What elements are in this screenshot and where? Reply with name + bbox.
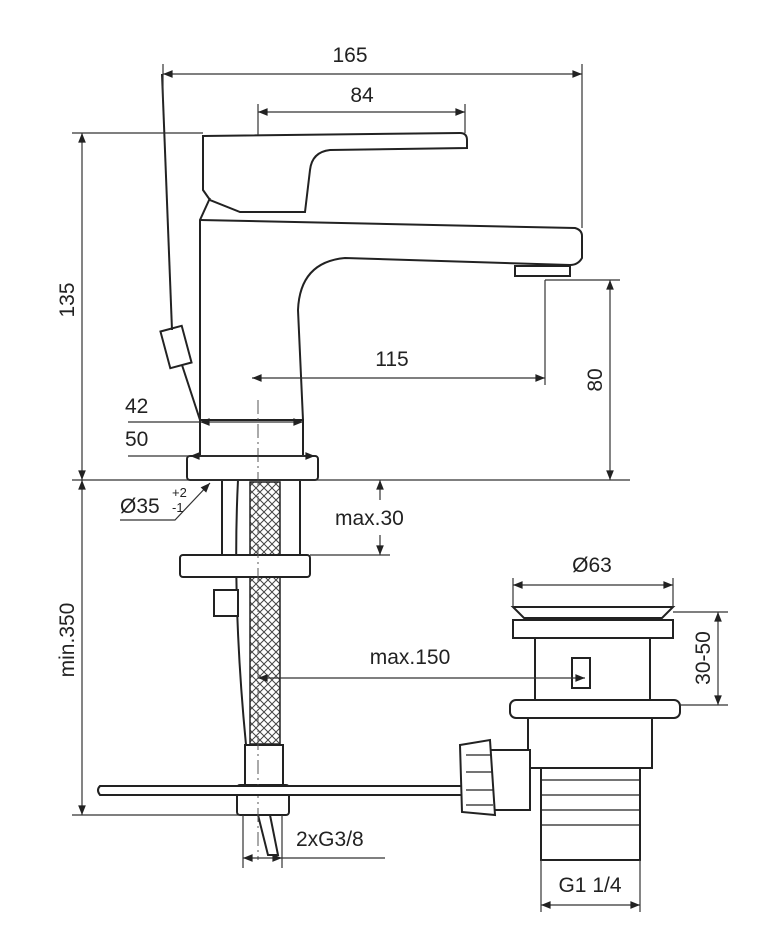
- dim-165: 165: [332, 44, 367, 67]
- dim-hole-tol-plus: +2: [172, 485, 187, 500]
- dim-min-350: min.350: [56, 603, 79, 678]
- dim-50: 50: [125, 428, 148, 451]
- dim-135: 135: [56, 282, 79, 317]
- dim-connection: 2xG3/8: [296, 828, 364, 851]
- dim-80: 80: [584, 368, 607, 391]
- dim-drain-diameter: Ø63: [572, 554, 612, 577]
- dim-115: 115: [375, 348, 408, 371]
- faucet-body: [159, 73, 583, 481]
- dim-drain-thread: G1 1/4: [558, 874, 621, 897]
- drain-assembly: [458, 606, 681, 861]
- dim-max-30: max.30: [335, 507, 404, 530]
- dim-84: 84: [350, 84, 374, 107]
- dim-max-150: max.150: [370, 646, 451, 669]
- under-counter-parts: [97, 400, 471, 860]
- dim-30-50: 30-50: [692, 631, 715, 685]
- dim-hole-tol-minus: -1: [172, 500, 184, 515]
- dimension-lines: [72, 64, 728, 912]
- dim-hole-diameter: Ø35: [120, 495, 160, 518]
- dim-42: 42: [125, 395, 148, 418]
